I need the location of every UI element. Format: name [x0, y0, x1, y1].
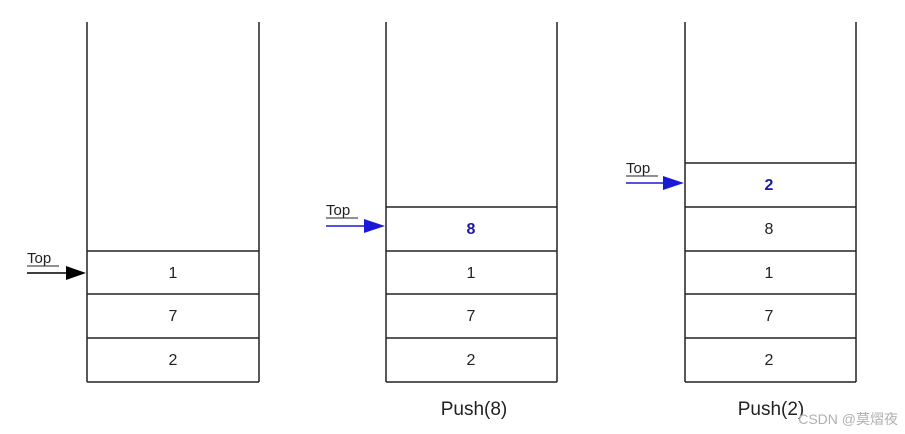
stack-caption: Push(8) [441, 399, 508, 420]
top-pointer-label: Top [326, 202, 350, 219]
stack-cell-value: 7 [765, 308, 774, 325]
stack-cell-value-new: 8 [467, 221, 476, 238]
stack-cell-value: 1 [765, 265, 774, 282]
stack-cell-value: 1 [467, 265, 476, 282]
stack-cell-value: 2 [169, 352, 178, 369]
stack-initial: 1 7 2 Top [27, 22, 260, 383]
stack-after-push-8: 8 1 7 2 Top Push(8) [326, 22, 558, 420]
top-pointer-label: Top [626, 160, 650, 177]
stack-cell-value-new: 2 [765, 177, 774, 194]
top-pointer-arrowhead [663, 176, 684, 190]
stack-cell-value: 8 [765, 221, 774, 238]
top-pointer-arrowhead [364, 219, 385, 233]
stack-cell-value: 7 [169, 308, 178, 325]
stack-cell-value: 1 [169, 265, 178, 282]
stack-after-push-2: 2 8 1 7 2 Top Push(2) [626, 22, 857, 420]
stack-caption: Push(2) [738, 399, 805, 420]
top-pointer-arrowhead [66, 266, 86, 280]
stack-cell-value: 7 [467, 308, 476, 325]
watermark: CSDN @莫熠夜 [798, 411, 898, 427]
top-pointer-label: Top [27, 250, 51, 267]
stack-cell-value: 2 [765, 352, 774, 369]
stack-cell-value: 2 [467, 352, 476, 369]
